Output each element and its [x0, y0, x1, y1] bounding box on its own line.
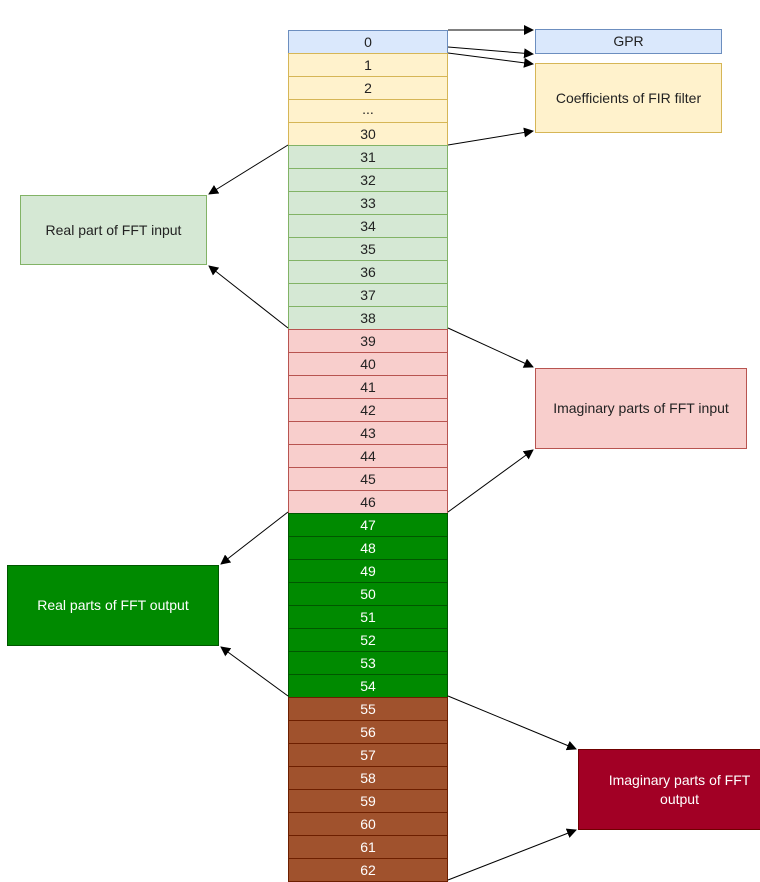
label-gpr: GPR	[535, 29, 722, 54]
register-cell: 55	[288, 697, 448, 721]
arrow-38-to-real-input	[208, 265, 289, 329]
register-cell: 32	[288, 168, 448, 192]
label-fir-coefficients: Coefficients of FIR filter	[535, 63, 722, 133]
register-cell: ...	[288, 99, 448, 123]
register-cell: 41	[288, 375, 448, 399]
label-fir-text: Coefficients of FIR filter	[555, 89, 702, 106]
register-cell: 40	[288, 352, 448, 376]
arrow-46-to-imag-input	[447, 449, 534, 513]
register-cell: 61	[288, 835, 448, 859]
register-cell: 48	[288, 536, 448, 560]
register-cell: 31	[288, 145, 448, 169]
arrow-0-to-fir	[447, 46, 534, 59]
register-cell: 54	[288, 674, 448, 698]
arrow-31-to-real-input	[208, 144, 289, 195]
label-imag-fft-output: Imaginary parts of FFT output	[578, 749, 760, 830]
arrow-54-to-real-output	[220, 646, 289, 697]
label-imag-fft-output-text: Imaginary parts of FFT output	[608, 772, 751, 807]
register-cell: 47	[288, 513, 448, 537]
arrow-30-to-fir	[447, 127, 534, 146]
register-cell: 36	[288, 260, 448, 284]
arrow-39-to-imag-input	[447, 327, 534, 368]
register-cell: 0	[288, 30, 448, 54]
arrow-47-to-real-output	[220, 511, 289, 565]
register-cell: 34	[288, 214, 448, 238]
register-cell: 56	[288, 720, 448, 744]
label-real-fft-output-text: Real parts of FFT output	[37, 597, 189, 614]
register-cell: 49	[288, 559, 448, 583]
arrow-1-to-fir	[447, 52, 534, 68]
label-real-fft-output: Real parts of FFT output	[7, 565, 219, 646]
label-real-fft-input-text: Real part of FFT input	[45, 221, 182, 238]
register-cell: 53	[288, 651, 448, 675]
arrow-62-to-imag-output	[447, 828, 577, 881]
register-cell: 38	[288, 306, 448, 330]
label-real-fft-input: Real part of FFT input	[20, 195, 207, 265]
register-cell: 33	[288, 191, 448, 215]
label-imag-fft-input: Imaginary parts of FFT input	[535, 368, 747, 449]
label-gpr-text: GPR	[613, 33, 644, 50]
label-imag-fft-input-text: Imaginary parts of FFT input	[553, 400, 729, 417]
arrow-55-to-imag-output	[447, 695, 577, 751]
register-cell: 39	[288, 329, 448, 353]
register-cell: 30	[288, 122, 448, 146]
